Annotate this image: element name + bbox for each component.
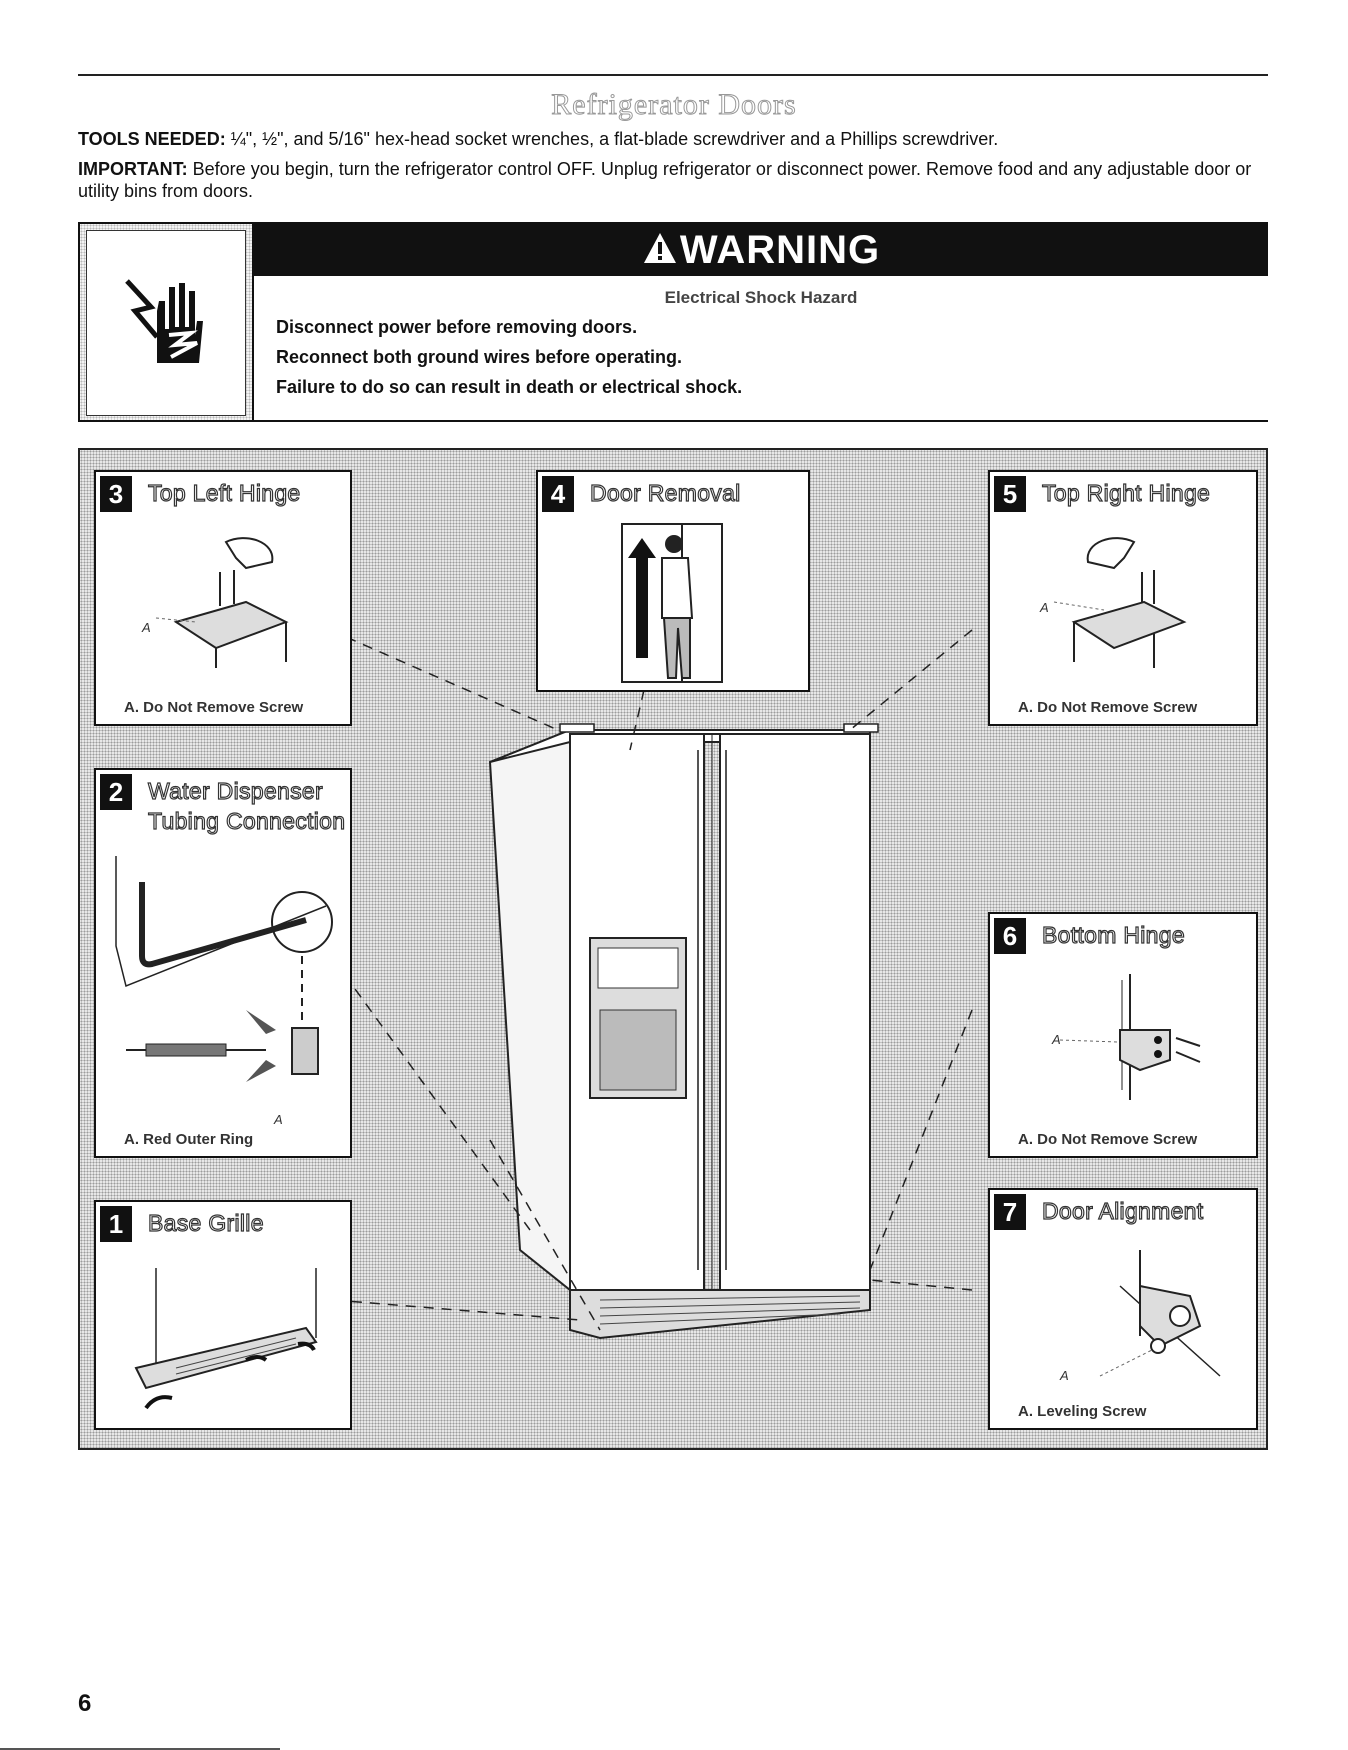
step-number: 3: [100, 476, 132, 512]
step-4-door-removal: 4 Door Removal: [536, 470, 810, 692]
door-removal-illustration: [621, 523, 723, 683]
section-title: Refrigerator Doors: [551, 88, 797, 122]
warning-header: WARNING: [254, 224, 1268, 276]
base-grille-illustration: [134, 1268, 318, 1410]
step-number: 2: [100, 774, 132, 810]
warning-content: WARNING Electrical Shock Hazard Disconne…: [252, 224, 1268, 420]
hazard-type: Electrical Shock Hazard: [664, 288, 858, 307]
step-caption: A. Red Outer Ring: [124, 1131, 254, 1148]
important-note: IMPORTANT: Before you begin, turn the re…: [78, 158, 1268, 202]
bottom-rule: [0, 1748, 280, 1750]
step-title: Door Removal: [589, 479, 741, 506]
refrigerator-illustration: [488, 723, 879, 1340]
step-5-top-right-hinge: 5 Top Right Hinge A A. Do Not Remove Scr…: [988, 470, 1258, 726]
step-caption: A. Do Not Remove Screw: [1018, 699, 1198, 716]
tubing-connection-illustration: [115, 856, 333, 1082]
step-title: Top Left Hinge: [147, 479, 301, 506]
step-title: Top Right Hinge: [1041, 479, 1211, 506]
step-3-top-left-hinge: 3 Top Left Hinge A A. Do Not Remove Scre…: [94, 470, 352, 726]
step-title-line: Tubing Connection: [147, 807, 346, 834]
page-number: 6: [78, 1690, 92, 1717]
step-number: 5: [994, 476, 1026, 512]
warning-icon-cell: [86, 230, 246, 416]
step-title-line: Water Dispenser: [147, 777, 323, 804]
step-caption: A. Do Not Remove Screw: [124, 699, 304, 716]
tools-text: ¼", ½", and 5/16" hex-head socket wrench…: [225, 129, 999, 149]
door-removal-diagram: 3 Top Left Hinge A A. Do Not Remove Scre…: [78, 448, 1268, 1450]
warning-triangle-icon: [642, 226, 678, 278]
step-number: 7: [994, 1194, 1026, 1230]
door-alignment-illustration: [1099, 1250, 1221, 1377]
label-a: A: [274, 1112, 283, 1127]
top-right-hinge-illustration: [1053, 537, 1187, 668]
tools-label: TOOLS NEEDED:: [78, 129, 226, 149]
electric-shock-hand-icon: [125, 279, 203, 363]
top-rule: [78, 74, 1268, 76]
step-1-base-grille: 1 Base Grille: [94, 1200, 352, 1430]
step-caption: A. Leveling Screw: [1018, 1403, 1147, 1420]
step-title: Base Grille: [147, 1209, 264, 1236]
step-7-door-alignment: 7 Door Alignment A A. Leveling Screw: [988, 1188, 1258, 1430]
warning-box: WARNING Electrical Shock Hazard Disconne…: [78, 222, 1268, 422]
warning-title: WARNING: [679, 228, 881, 272]
warning-line: Failure to do so can result in death or …: [276, 377, 743, 397]
step-number: 1: [100, 1206, 132, 1242]
label-a: A: [142, 620, 151, 635]
important-label: IMPORTANT:: [78, 159, 188, 179]
step-6-bottom-hinge: 6 Bottom Hinge A A. Do Not Remove Screw: [988, 912, 1258, 1158]
bottom-hinge-illustration: [1059, 974, 1201, 1100]
step-number: 4: [542, 476, 574, 512]
important-text: Before you begin, turn the refrigerator …: [78, 159, 1252, 201]
label-a: A: [1052, 1032, 1061, 1047]
tools-needed: TOOLS NEEDED: ¼", ½", and 5/16" hex-head…: [78, 128, 1268, 150]
step-title: Bottom Hinge: [1041, 921, 1185, 948]
top-left-hinge-illustration: [155, 537, 289, 668]
label-a: A: [1040, 600, 1049, 615]
step-number: 6: [994, 918, 1026, 954]
step-caption: A. Do Not Remove Screw: [1018, 1131, 1198, 1148]
leader-lines: [329, 629, 973, 1331]
step-title: Door Alignment: [1041, 1197, 1204, 1224]
label-a: A: [1060, 1368, 1069, 1383]
warning-line: Disconnect power before removing doors.: [276, 317, 638, 337]
warning-line: Reconnect both ground wires before opera…: [276, 347, 683, 367]
